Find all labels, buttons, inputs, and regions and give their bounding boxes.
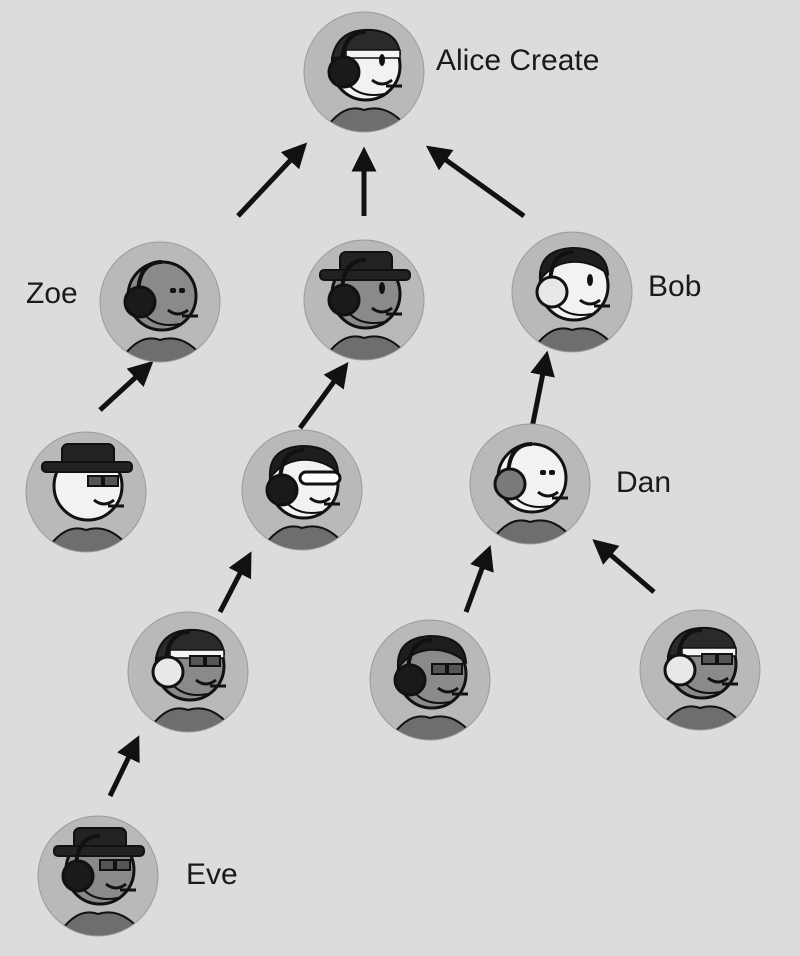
node-label-dan: Dan xyxy=(616,466,672,499)
avatar-image xyxy=(303,11,425,133)
avatar-image xyxy=(369,619,491,741)
avatar-node-n8 xyxy=(126,610,250,734)
arrow-eve-to-n8 xyxy=(107,735,140,798)
arrow-n8-to-n6 xyxy=(217,551,252,614)
avatar-node-n10 xyxy=(638,608,762,732)
avatar-node-n6 xyxy=(240,428,364,552)
arrow-n9-to-dan xyxy=(463,544,494,613)
avatar-node-dan xyxy=(468,422,592,546)
avatar-node-alice xyxy=(302,10,426,134)
avatar-image xyxy=(25,431,147,553)
avatar-node-n9 xyxy=(368,618,492,742)
avatar-node-n3 xyxy=(302,238,426,362)
avatar-image xyxy=(127,611,249,733)
node-label-bob: Bob xyxy=(648,270,702,303)
avatar-image xyxy=(99,241,221,363)
avatar-node-bob xyxy=(510,230,634,354)
node-label-alice: Alice Create xyxy=(436,44,600,77)
arrow-n6-to-n3 xyxy=(297,361,349,430)
avatar-image xyxy=(303,239,425,361)
avatar-node-n5 xyxy=(24,430,148,554)
arrow-n10-to-dan xyxy=(592,539,656,594)
avatar-image xyxy=(511,231,633,353)
avatar-image xyxy=(37,815,159,937)
avatar-node-eve xyxy=(36,814,160,938)
node-label-eve: Eve xyxy=(186,858,238,891)
avatar-image xyxy=(469,423,591,545)
avatar-image xyxy=(639,609,761,731)
avatar-node-zoe xyxy=(98,240,222,364)
avatar-image xyxy=(241,429,363,551)
arrow-zoe-to-alice xyxy=(236,142,308,218)
arrow-bob-to-alice xyxy=(425,145,526,219)
arrow-n5-to-zoe xyxy=(98,360,154,412)
arrow-dan-to-bob xyxy=(529,350,555,429)
node-label-zoe: Zoe xyxy=(26,277,78,310)
